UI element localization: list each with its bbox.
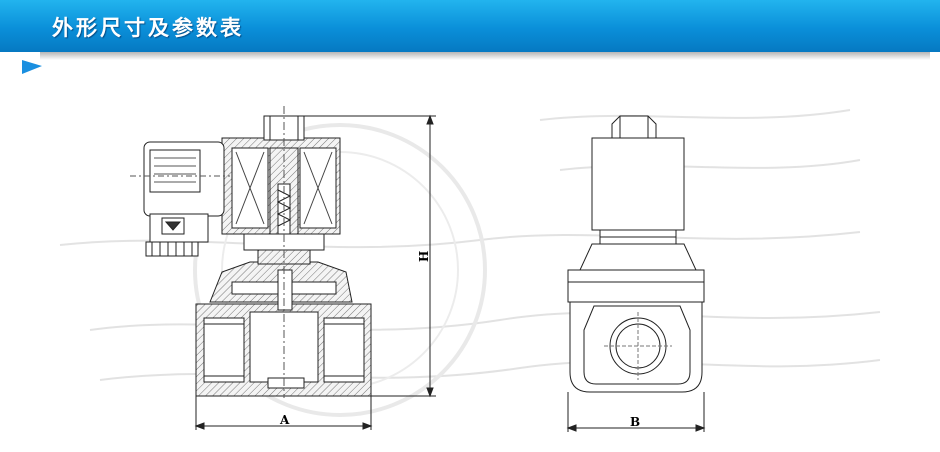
- section-title: 外形尺寸及参数表: [52, 16, 244, 40]
- dimension-lines-right: [566, 392, 706, 432]
- valve-technical-drawing: A H B: [59, 106, 881, 432]
- banner-bar: [0, 0, 940, 52]
- dimension-label-a: A: [279, 413, 290, 427]
- dimension-label-h: H: [417, 251, 431, 262]
- section-banner: 外形尺寸及参数表: [0, 0, 940, 74]
- valve-front-section: [130, 106, 372, 398]
- dimension-label-b: B: [630, 415, 640, 429]
- valve-side-view: [567, 115, 705, 393]
- dimension-lines-left: [194, 114, 436, 430]
- triangle-pointer-icon: [22, 60, 42, 74]
- banner-shadow: [40, 52, 930, 60]
